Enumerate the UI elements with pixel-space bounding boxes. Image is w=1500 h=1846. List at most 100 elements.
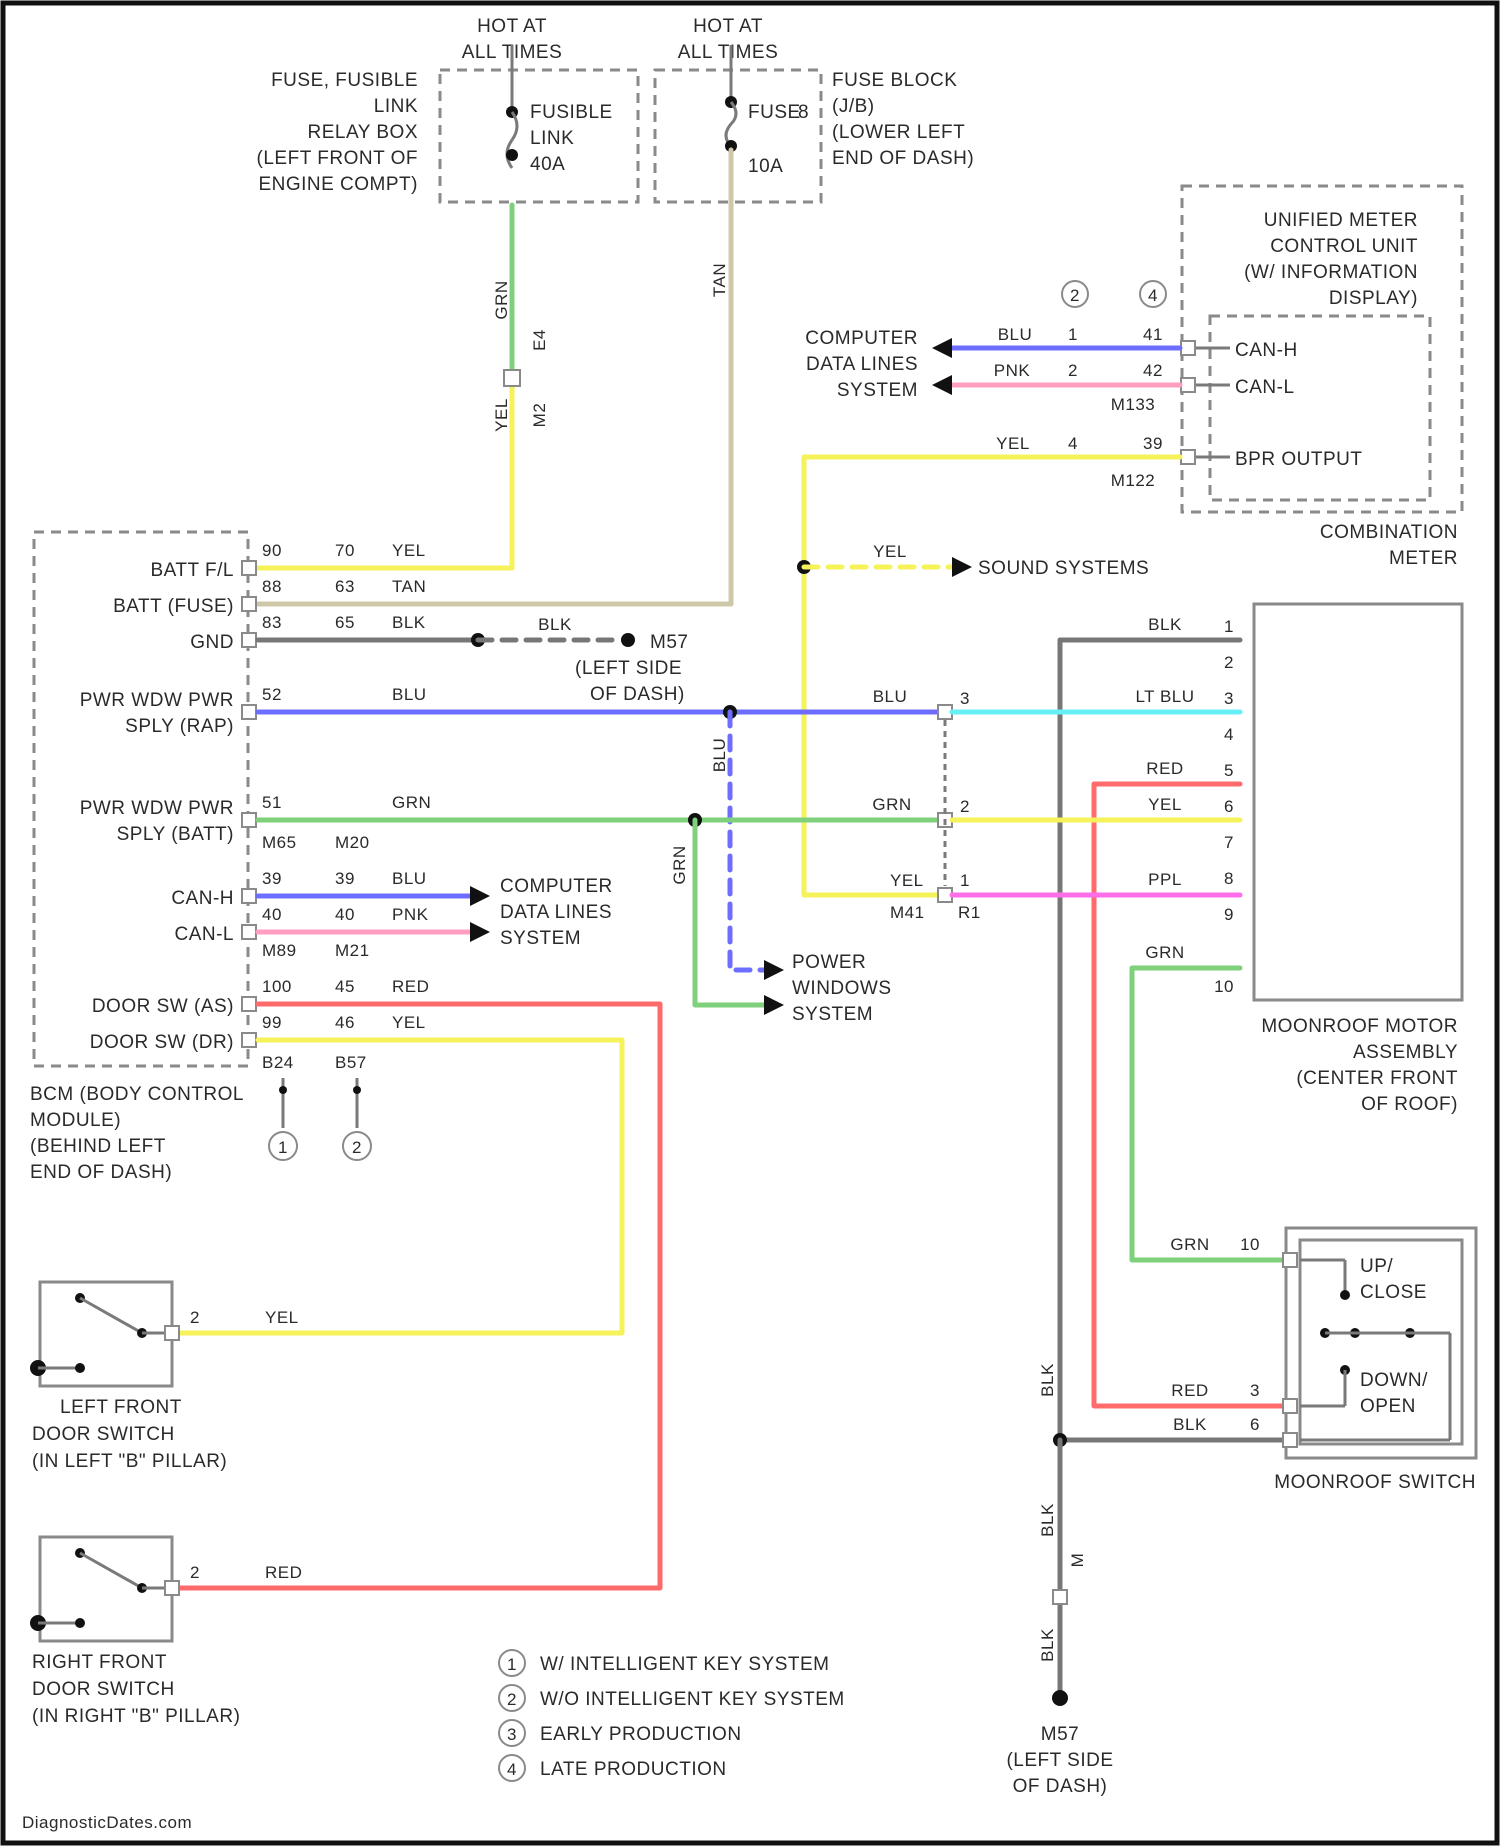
label-blk-vert-3: BLK bbox=[1038, 1628, 1057, 1662]
legend-num-2: 2 bbox=[507, 1690, 517, 1709]
bcm-pin-gnd: GND bbox=[190, 632, 234, 653]
meter-pin-39: 39 bbox=[1143, 434, 1163, 453]
bcm-module: BATT F/L BATT (FUSE) GND PWR WDW PWR SPL… bbox=[30, 532, 431, 1183]
bcm-pin-batt-fuse: BATT (FUSE) bbox=[113, 596, 234, 617]
lf-door-label-2: DOOR SWITCH bbox=[32, 1424, 175, 1445]
bcm-name-2: MODULE) bbox=[30, 1110, 121, 1131]
power-windows-label-2: WINDOWS bbox=[792, 978, 892, 999]
rf-door-label-2: DOOR SWITCH bbox=[32, 1679, 175, 1700]
label-rf-red: RED bbox=[265, 1563, 302, 1582]
left-front-door-switch: 2 LEFT FRONT DOOR SWITCH (IN LEFT "B" PI… bbox=[30, 1282, 227, 1472]
wire-yel-door-dr bbox=[180, 1040, 622, 1333]
relay-box-label-3: RELAY BOX bbox=[308, 122, 418, 143]
bcm-pinnum-51: 51 bbox=[262, 793, 282, 812]
label-meter-blu: BLU bbox=[998, 325, 1033, 344]
bcm-conn-m65: M65 bbox=[262, 833, 297, 852]
gnd-left-label-3: OF DASH) bbox=[590, 684, 685, 705]
bcm-color-grn: GRN bbox=[392, 793, 431, 812]
gnd-left-label-2: (LEFT SIDE bbox=[575, 658, 682, 679]
motor-pin-10: 10 bbox=[1214, 977, 1234, 996]
legend-num-3: 3 bbox=[507, 1725, 517, 1744]
gnd-bottom-label-1: M57 bbox=[1041, 1724, 1079, 1745]
right-front-door-switch: 2 RIGHT FRONT DOOR SWITCH (IN RIGHT "B" … bbox=[30, 1537, 240, 1727]
fusible-label-1: FUSIBLE bbox=[530, 102, 613, 123]
moonroof-motor-box bbox=[1254, 604, 1462, 1000]
label-e4: E4 bbox=[530, 329, 549, 351]
legend-text-1: W/ INTELLIGENT KEY SYSTEM bbox=[540, 1654, 829, 1675]
bcm-pinnum-65: 65 bbox=[335, 613, 355, 632]
bcm-color-red: RED bbox=[392, 977, 429, 996]
unified-meter-label-4: DISPLAY) bbox=[1329, 288, 1418, 309]
bcm-color-blk: BLK bbox=[392, 613, 426, 632]
motor-pin-5: 5 bbox=[1224, 761, 1234, 780]
legend: 1 W/ INTELLIGENT KEY SYSTEM 2 W/O INTELL… bbox=[499, 1650, 845, 1781]
connector-e4-m2 bbox=[504, 370, 520, 386]
meter-pin-4: 4 bbox=[1068, 434, 1078, 453]
label-m-vert: M bbox=[1068, 1553, 1087, 1568]
hot-at-all-times-1-line1: HOT AT bbox=[477, 16, 547, 37]
watermark: DiagnosticDates.com bbox=[22, 1813, 192, 1832]
switch-up-label-1: UP/ bbox=[1360, 1256, 1393, 1277]
bcm-color-yel: YEL bbox=[392, 541, 426, 560]
lf-door-label-3: (IN LEFT "B" PILLAR) bbox=[32, 1451, 227, 1472]
bcm-color-can-blu: BLU bbox=[392, 869, 427, 888]
gnd-left-label-1: M57 bbox=[650, 632, 688, 653]
relay-box-label-4: (LEFT FRONT OF bbox=[257, 148, 418, 169]
label-motor-blk: BLK bbox=[1148, 615, 1182, 634]
bcm-pinnum-100: 100 bbox=[262, 977, 292, 996]
label-switch-blk: BLK bbox=[1173, 1415, 1207, 1434]
fuse-block-label-2: (J/B) bbox=[832, 96, 875, 117]
conn-pin-2: 2 bbox=[960, 797, 970, 816]
bcm-computer-data-3: SYSTEM bbox=[500, 928, 581, 949]
combination-meter-label-2: METER bbox=[1389, 548, 1458, 569]
moonroof-motor-name-4: OF ROOF) bbox=[1361, 1094, 1458, 1115]
meter-pin-41: 41 bbox=[1143, 325, 1163, 344]
fuse-number: 8 bbox=[798, 102, 809, 123]
label-gnd-blk: BLK bbox=[538, 615, 572, 634]
bcm-conn-m21: M21 bbox=[335, 941, 370, 960]
bcm-pin-batt-fl: BATT F/L bbox=[150, 560, 234, 581]
legend-num-4: 4 bbox=[507, 1760, 517, 1779]
lf-pin-2: 2 bbox=[190, 1308, 200, 1327]
bcm-conn-m20: M20 bbox=[335, 833, 370, 852]
arrow-can-l bbox=[932, 375, 952, 395]
label-switch-red: RED bbox=[1171, 1381, 1208, 1400]
fuse-amp: 10A bbox=[748, 156, 783, 177]
bcm-pinnum-83: 83 bbox=[262, 613, 282, 632]
meter-pin-1: 1 bbox=[1068, 325, 1078, 344]
bcm-conn-m89: M89 bbox=[262, 941, 297, 960]
label-ppl-yel: YEL bbox=[890, 871, 924, 890]
fuse-label: FUSE bbox=[748, 102, 801, 123]
meter-computer-data-3: SYSTEM bbox=[837, 380, 918, 401]
bcm-pin-door-dr: DOOR SW (DR) bbox=[90, 1032, 234, 1053]
gnd-bottom-label-2: (LEFT SIDE bbox=[1006, 1750, 1113, 1771]
rf-door-label-1: RIGHT FRONT bbox=[32, 1652, 167, 1673]
bcm-marker-1-text: 1 bbox=[278, 1138, 288, 1157]
switch-down-label-2: OPEN bbox=[1360, 1396, 1416, 1417]
arrow-pw-blu bbox=[764, 960, 784, 980]
conn-pin-1: 1 bbox=[960, 871, 970, 890]
label-m2: M2 bbox=[530, 403, 549, 428]
relay-box-label-2: LINK bbox=[374, 96, 418, 117]
bcm-name-1: BCM (BODY CONTROL bbox=[30, 1084, 244, 1105]
sound-systems-label: SOUND SYSTEMS bbox=[978, 558, 1149, 579]
label-lf-yel: YEL bbox=[265, 1308, 299, 1327]
ground-m57-left bbox=[621, 633, 635, 647]
bcm-pinnum-39b: 39 bbox=[335, 869, 355, 888]
bcm-computer-data-1: COMPUTER bbox=[500, 876, 613, 897]
switch-pin-10: 10 bbox=[1240, 1235, 1260, 1254]
bcm-pin-pwr-batt: PWR WDW PWR bbox=[80, 798, 234, 819]
meter-connector-m133: M133 bbox=[1111, 395, 1156, 414]
legend-text-4: LATE PRODUCTION bbox=[540, 1759, 727, 1780]
combination-meter: UNIFIED METER CONTROL UNIT (W/ INFORMATI… bbox=[1062, 186, 1462, 569]
marker-4-text: 4 bbox=[1148, 286, 1158, 305]
switch-up-label-2: CLOSE bbox=[1360, 1282, 1427, 1303]
bcm-pinnum-90: 90 bbox=[262, 541, 282, 560]
bcm-color-blu: BLU bbox=[392, 685, 427, 704]
unified-meter-label-1: UNIFIED METER bbox=[1264, 210, 1418, 231]
fuse-block: HOT AT ALL TIMES FUSE 8 10A FUSE BLOCK (… bbox=[655, 16, 974, 202]
bcm-pinnum-39a: 39 bbox=[262, 869, 282, 888]
bcm-marker-2-text: 2 bbox=[352, 1138, 362, 1157]
